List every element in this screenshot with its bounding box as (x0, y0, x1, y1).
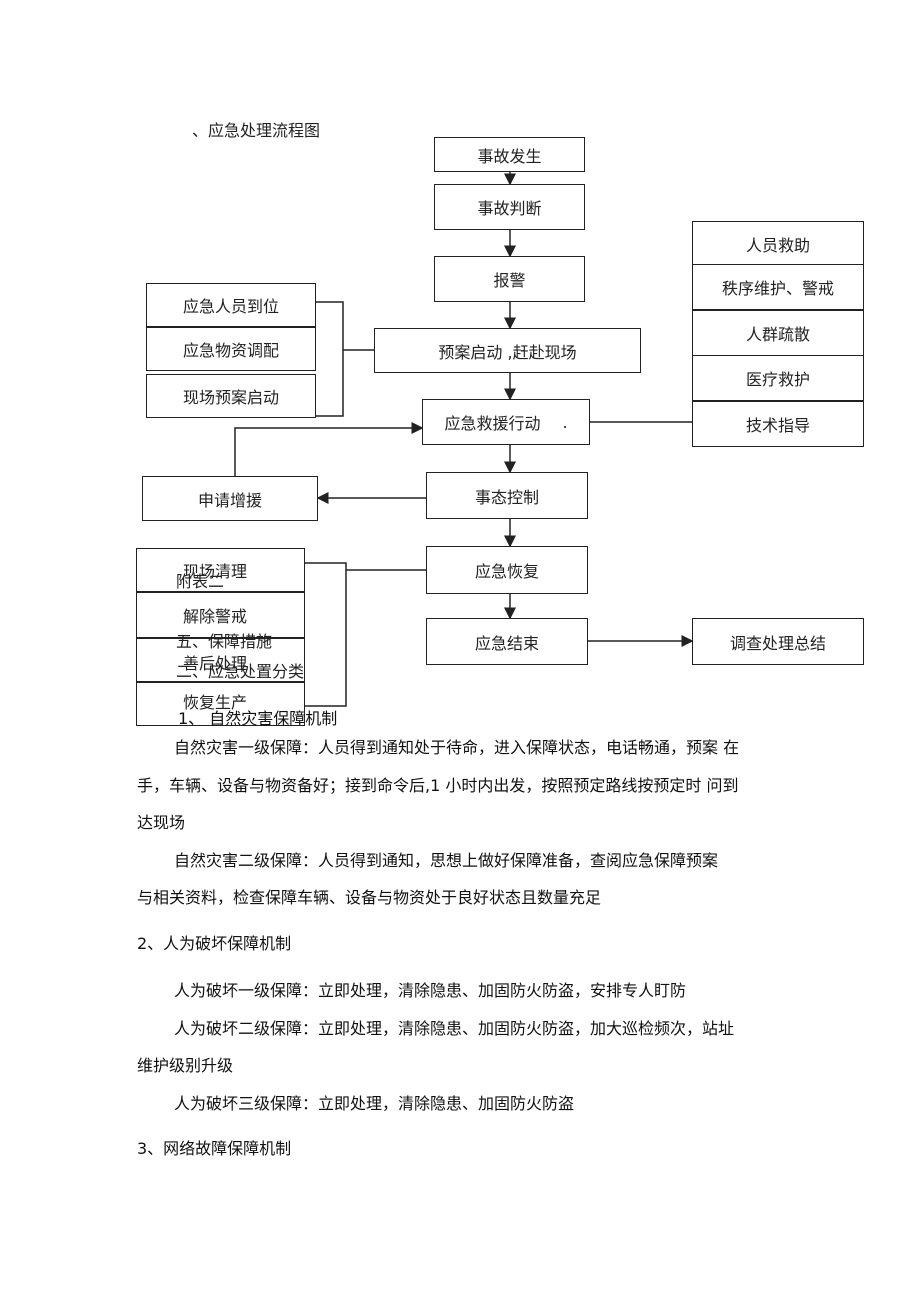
heading-natural-disaster: 1、 自然灾害保障机制 (178, 709, 338, 728)
para-human-1: 人为破坏一级保障：立即处理，清除隐患、加固防火防盗，安排专人盯防 (174, 981, 687, 1000)
feedback-arrow (234, 422, 424, 476)
recovery-item-lift: 解除警戒 (136, 592, 305, 638)
flow-step-recover: 应急恢复 (426, 546, 588, 594)
flow-step-action-dot: . (562, 412, 568, 432)
recovery-item-production-label: 恢复生产 (183, 693, 248, 712)
appendix-label: 附表二 (176, 572, 225, 591)
left-bracket (316, 301, 344, 417)
heading-network-fault: 3、网络故障保障机制 (137, 1139, 292, 1158)
left-item-personnel: 应急人员到位 (146, 283, 316, 327)
right-item-tech: 技术指导 (692, 401, 864, 447)
para-human-2-line2: 维护级别升级 (137, 1056, 234, 1075)
left-item-site-plan: 现场预案启动 (146, 374, 316, 418)
para-human-2-line1: 人为破坏二级保障：立即处理，清除隐患、加固防火防盗，加大巡检频次，站址 (174, 1019, 735, 1038)
recovery-item-clean-label: 现场清理 (183, 562, 248, 581)
flow-step-alarm: 报警 (434, 256, 585, 302)
flow-step-judge: 事故判断 (434, 184, 585, 230)
recovery-item-lift-label: 解除警戒 (183, 607, 248, 626)
para-natural-1-line2: 手，车辆、设备与物资备好；接到命令后,1 小时内出发，按照预定路线按预定时 问到 (137, 776, 739, 795)
right-item-rescue: 人员救助 (692, 221, 864, 267)
flow-step-occur: 事故发生 (434, 137, 585, 172)
recovery-bracket (305, 562, 347, 707)
section5-heading: 五、保障措施 (176, 632, 273, 651)
flow-step-plan: 预案启动 ,赶赴现场 (374, 328, 641, 373)
para-natural-1-line3: 达现场 (137, 813, 186, 832)
para-natural-1-line1: 自然灾害一级保障：人员得到通知处于待命，进入保障状态，电话畅通，预案 在 (174, 738, 740, 757)
flow-step-action-label: 应急救援行动 (444, 414, 541, 433)
para-human-3: 人为破坏三级保障：立即处理，清除隐患、加固防火防盗 (174, 1094, 575, 1113)
right-item-evacuate: 人群疏散 (692, 310, 864, 356)
recovery-item-clean: 现场清理 (136, 548, 305, 592)
para-natural-2-line1: 自然灾害二级保障：人员得到通知，思想上做好保障准备，查阅应急保障预案 (174, 851, 719, 870)
summary-box: 调查处理总结 (692, 618, 864, 665)
recovery-item-aftermath: 善后处理 (136, 638, 305, 682)
flow-step-end: 应急结束 (426, 618, 588, 665)
heading-human-damage: 2、人为破坏保障机制 (137, 934, 292, 953)
left-item-materials: 应急物资调配 (146, 327, 316, 371)
flowchart-connectors (234, 170, 694, 707)
right-item-order: 秩序维护、警戒 (692, 264, 864, 310)
section-title: 、应急处理流程图 (192, 121, 321, 140)
section2-heading: 二、应急处置分类 (176, 662, 305, 681)
para-natural-2-line2: 与相关资料，检查保障车辆、设备与物资处于良好状态且数量充足 (137, 888, 602, 907)
flow-step-control: 事态控制 (426, 472, 588, 519)
request-box: 申请增援 (142, 476, 318, 521)
recovery-item-aftermath-label: 善后处理 (183, 654, 248, 673)
recovery-item-production: 恢复生产 (136, 682, 305, 726)
right-item-medical: 医疗救护 (692, 355, 864, 401)
flow-step-action: 应急救援行动 . (422, 399, 590, 445)
